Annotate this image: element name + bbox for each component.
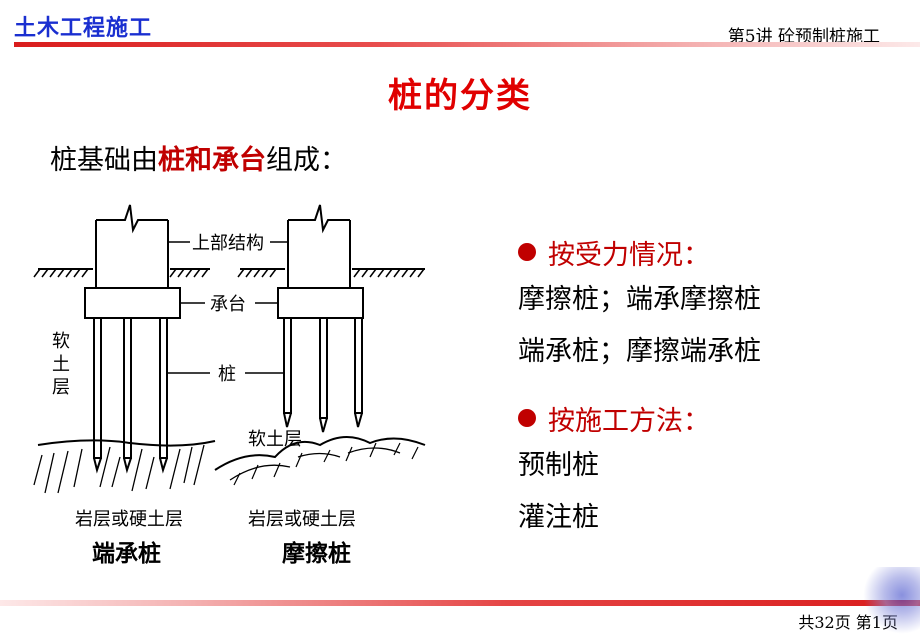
pile-foundation-diagram: 上部结构 承台 桩 软 土 层 软土层 岩层或硬土层 岩层或硬土层 端承桩 摩擦… <box>33 204 426 567</box>
caption-end-bearing-pile: 端承桩 <box>92 540 161 567</box>
bullet-icon <box>518 409 536 427</box>
label-soft-soil-v1: 软 <box>52 331 70 352</box>
section-heading: 按施工方法： <box>548 405 710 437</box>
list-item: 灌注桩 <box>518 502 599 533</box>
intro-suffix: 组成： <box>266 145 347 176</box>
label-rock-left: 岩层或硬土层 <box>75 509 183 530</box>
corner-decoration <box>860 567 920 637</box>
list-item: 端承桩；摩擦端承桩 <box>518 336 761 367</box>
label-superstructure: 上部结构 <box>192 233 264 254</box>
list-item: 摩擦桩；端承摩擦桩 <box>518 284 761 315</box>
intro-sentence: 桩基础由桩和承台组成： <box>50 138 347 177</box>
section-heading: 按受力情况： <box>548 239 710 271</box>
section-by-load: 按受力情况： <box>518 230 761 274</box>
diagram-leader-lines <box>167 241 288 374</box>
course-title: 土木工程施工 <box>14 16 153 41</box>
friction-pile-figure <box>214 204 426 486</box>
label-soft-soil-v3: 层 <box>52 377 70 398</box>
label-pile: 桩 <box>218 364 236 385</box>
intro-term-pile: 桩 <box>158 145 185 176</box>
intro-conjunction: 和 <box>185 145 212 176</box>
label-pile-cap: 承台 <box>210 294 246 315</box>
slide-title: 桩的分类 <box>388 76 532 116</box>
label-soft-soil-v2: 土 <box>52 354 70 375</box>
bullet-icon <box>518 243 536 261</box>
list-item: 预制桩 <box>518 450 599 481</box>
footer-divider <box>0 600 920 606</box>
header-divider <box>14 42 920 47</box>
intro-prefix: 桩基础由 <box>50 145 158 176</box>
section-by-construction: 按施工方法： <box>518 396 761 440</box>
label-rock-right: 岩层或硬土层 <box>248 509 356 530</box>
classification-list: 按受力情况： 摩擦桩；端承摩擦桩 端承桩；摩擦端承桩 按施工方法： 预制桩 灌注… <box>518 230 761 544</box>
intro-term-cap: 承台 <box>212 145 266 176</box>
caption-friction-pile: 摩擦桩 <box>282 540 351 567</box>
label-soft-soil: 软土层 <box>248 429 302 450</box>
